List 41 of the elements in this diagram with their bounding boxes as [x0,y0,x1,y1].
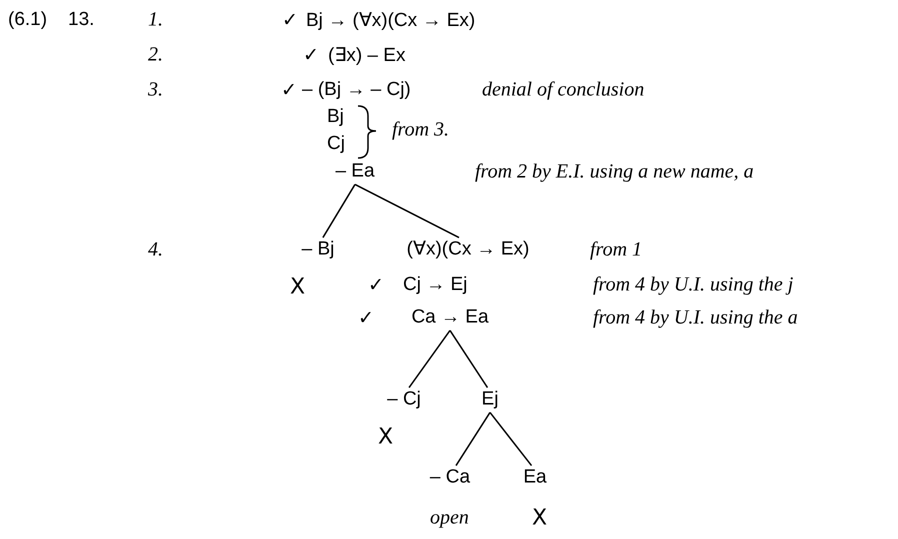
tree-formula: Ca → Ea [411,308,489,328]
check-mark: ✓ [303,44,319,67]
annotation: denial of conclusion [482,78,644,102]
tree-formula: – Ca [430,468,470,488]
annotation: from 1 [590,238,642,262]
line-number: 1. [148,8,163,32]
tree-formula: Ej [482,390,498,410]
check-mark: ✓ [368,274,384,297]
tree-formula: Ea [523,468,547,488]
branch-line [449,330,488,388]
closed-branch-mark: X [290,274,306,300]
branch-line [455,412,491,466]
branch-line [322,184,356,238]
annotation: from 4 by U.I. using the a [593,306,798,330]
exercise-number: 13. [68,9,94,31]
branch-line [408,330,451,388]
tree-formula: – Cj [387,390,421,410]
line-number: 3. [148,78,163,102]
formula: Bj [327,106,344,128]
tree-formula: (∀x)(Cx → Ex) [406,240,530,260]
closed-branch-mark: X [378,424,394,450]
formula: (∃x) – Ex [328,44,406,67]
formula: Cj [327,133,345,155]
annotation: from 2 by E.I. using a new name, a [475,160,754,184]
line-number: 4. [148,238,163,262]
tree-formula: – Bj [302,240,334,260]
formula: Bj → (∀x)(Cx → Ex) [306,9,476,32]
annotation: from 3. [392,118,450,142]
check-mark: ✓ [282,9,298,32]
branch-line [489,412,532,466]
annotation: open [430,506,469,530]
exercise-number: (6.1) [8,9,48,31]
annotation: from 4 by U.I. using the j [593,274,794,296]
formula: – (Bj → – Cj) [302,79,411,101]
tree-formula: – Ea [335,162,375,182]
branch-line [354,184,460,238]
check-mark: ✓ [281,79,297,102]
formula: Cj → Ej [403,274,468,296]
closed-branch-mark: X [532,506,548,530]
line-number: 2. [148,44,163,66]
check-mark: ✓ [358,307,374,330]
